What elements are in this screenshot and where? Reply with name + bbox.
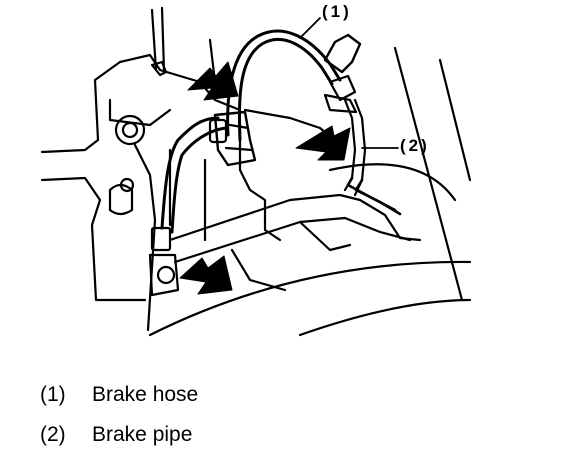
legend-number: (1) <box>40 383 66 406</box>
wheel-arcs <box>148 46 472 337</box>
legend-number: (2) <box>40 423 66 446</box>
arrow-icon-lower <box>179 255 233 295</box>
brake-pipe-path <box>346 176 402 216</box>
legend-item-brake-pipe: (2) Brake pipe <box>40 423 192 447</box>
lower-fitting <box>148 226 180 297</box>
legend-label: Brake hose <box>92 383 199 406</box>
callout-brake-pipe: (2) <box>400 136 430 155</box>
arrow-icon-upper <box>187 61 239 101</box>
callout-brake-hose: (1) <box>322 2 352 21</box>
legend-label: Brake pipe <box>92 423 193 446</box>
leader-lines <box>299 17 399 149</box>
control-arm <box>168 193 422 292</box>
arrow-icon-middle <box>295 125 351 161</box>
legend-item-brake-hose: (1) Brake hose <box>40 383 198 407</box>
hose-bracket <box>323 33 367 197</box>
mount-boss <box>108 114 146 216</box>
junction-block <box>208 110 257 167</box>
brake-hose-path <box>160 29 342 234</box>
brake-line-diagram <box>40 6 472 337</box>
